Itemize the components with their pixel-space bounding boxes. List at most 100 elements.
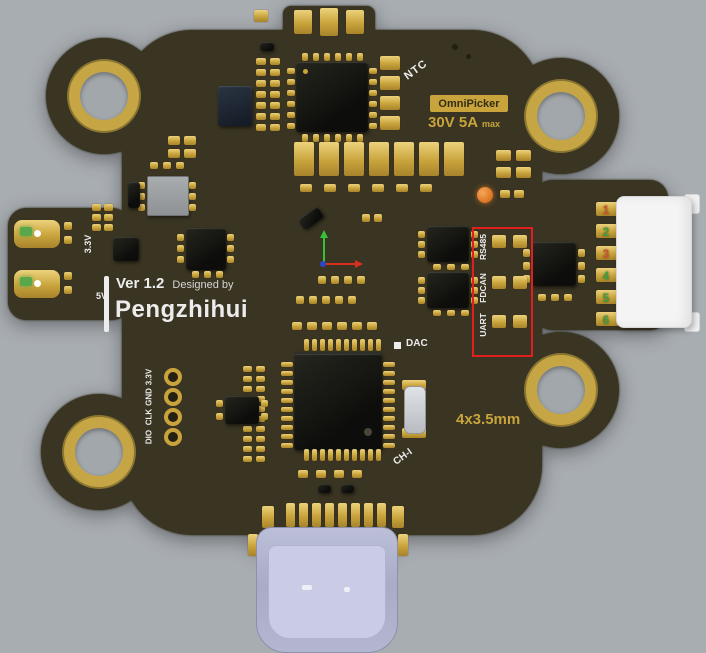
omnipicker-label: OmniPicker [438,97,500,110]
origin-marker [290,205,370,275]
solder-pad [216,271,223,278]
solder-pad [192,271,199,278]
solder-pad [516,150,531,161]
solder-pad [163,162,171,169]
dac-label: DAC [406,338,428,349]
axis-y-arrow-icon [320,230,328,238]
solder-pad [256,124,266,131]
solder-pad [281,362,293,367]
solder-pad [433,264,441,270]
solder-pad [383,443,395,448]
solder-pad [357,53,363,61]
fdcan-chip [427,272,469,308]
solder-pad [360,449,365,461]
usb-shield-pad [262,506,274,528]
solder-pad [335,296,343,304]
jst-pin-pads [596,202,620,326]
top-tab-pad [346,10,364,34]
solder-pad [369,112,377,118]
solder-pad [496,167,511,178]
solder-pad [383,371,395,376]
solder-pad [184,136,196,145]
pad-cluster [189,182,196,211]
solder-pad [313,134,319,142]
axis-y-line-icon [323,238,325,264]
solder-pad [281,443,293,448]
solder-pad [243,446,252,452]
solder-pad [344,276,352,284]
author-label: Pengzhihui [115,296,248,323]
solder-pad [331,276,339,284]
solder-pad [287,101,295,107]
solder-pad [372,184,384,192]
pad-cluster [300,184,432,192]
solder-pad [351,503,360,527]
solder-pad [304,449,309,461]
solder-pad [336,449,341,461]
solder-pad [318,276,326,284]
solder-pad [298,470,308,478]
debug-label-gnd: GND [144,388,154,406]
solder-pad [138,193,145,200]
debug-header-pads [243,366,265,462]
power-switch-chip [532,242,576,286]
regulator-chip-shield [147,176,189,216]
pad-cluster [500,190,524,198]
solder-pad [369,123,377,129]
can-transceiver-chip [186,228,226,270]
solder-pad [168,136,180,145]
pad-cluster [64,222,72,244]
solder-pad [227,245,234,252]
resistor [260,42,274,51]
debug-through-hole [164,408,182,426]
axis-x-line-icon [326,263,356,265]
solder-pad [270,113,280,120]
solder-pad [286,503,295,527]
solder-pad [177,256,184,263]
solder-pad [513,276,527,289]
green-led [20,227,32,236]
pad-cluster [138,182,145,211]
pad-cluster [168,136,196,158]
solder-pad [419,142,439,176]
silk-dot [34,280,41,287]
interface-pads-rs485 [492,235,527,248]
solder-pad [92,224,101,231]
solder-pad [256,376,265,382]
solder-pad [492,315,506,328]
pad-cluster [433,264,469,270]
solder-pad [287,90,295,96]
solder-pad [444,142,464,176]
solder-pad [596,202,620,216]
solder-pad [500,190,510,198]
solder-pad [362,214,370,222]
pin-number: 2 [602,225,610,239]
solder-pad [418,287,425,294]
solder-pad [380,96,400,110]
pad-cluster [150,162,184,169]
solder-pad [516,167,531,178]
solder-pad [313,53,319,61]
solder-pad [335,134,341,142]
solder-pad [92,214,101,221]
rail-5v-label: 5V [96,291,108,301]
solder-pad [383,362,395,367]
eeprom-chip [225,396,259,424]
solder-pad [216,400,223,407]
crystal-pad [402,380,426,390]
silk-dot [34,230,41,237]
mounting-hole-bottom-left [64,417,134,487]
solder-pad [380,76,400,90]
solder-pad [461,310,469,316]
solder-pad [514,190,524,198]
solder-pad [281,371,293,376]
solder-pad [492,235,506,248]
solder-pad [325,503,334,527]
solder-pad [270,58,280,65]
solder-pad [204,271,211,278]
solder-pad [312,503,321,527]
axis-x-arrow-icon [355,260,363,268]
solder-pad [227,234,234,241]
solder-pad [369,79,377,85]
solder-pad [168,149,180,158]
